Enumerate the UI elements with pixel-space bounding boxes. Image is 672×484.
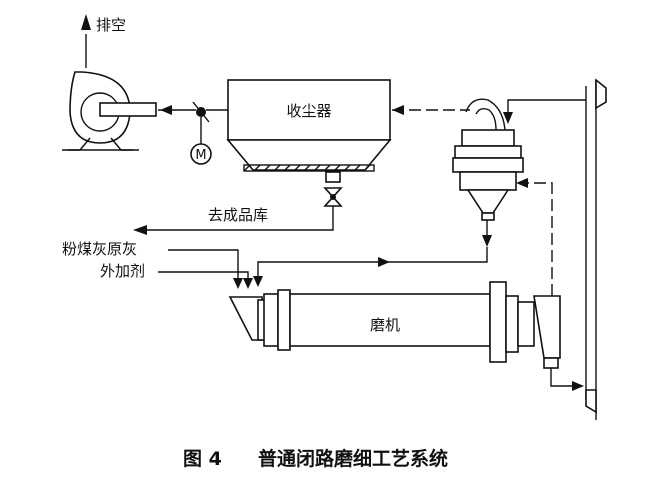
motor-icon: M — [190, 143, 212, 165]
figure-number: 图 4 — [183, 448, 222, 470]
elevator-to-separator-line — [507, 99, 586, 112]
separator-outlet-arrow — [482, 235, 492, 247]
exhaust-label: 排空 — [96, 16, 126, 34]
raw-ash-arrow — [233, 278, 243, 289]
damper-valve — [192, 101, 210, 144]
separator-feed-arrow — [503, 112, 513, 124]
mill-feed-arrow — [253, 276, 263, 287]
to-storage-arrow — [133, 225, 147, 235]
dust-collector — [226, 79, 392, 183]
exhaust-outlet — [81, 14, 91, 68]
mill-label: 磨机 — [370, 316, 400, 334]
motor-label: M — [195, 148, 206, 163]
flow-arrow-to-fan — [160, 105, 172, 115]
additive-label: 外加剂 — [100, 262, 145, 280]
powder-separator — [452, 98, 524, 221]
to-storage-label: 去成品库 — [208, 206, 268, 224]
raw-ash-line — [168, 249, 239, 279]
additive-arrow — [243, 278, 253, 289]
additive-line — [158, 271, 249, 279]
rotary-discharge-valve — [323, 187, 343, 207]
mill-feed-flow-arrow — [378, 257, 390, 267]
mill-outlet-line — [550, 368, 582, 387]
mill-vent-line — [526, 182, 553, 296]
exhaust-fan — [62, 71, 157, 151]
to-storage-line — [145, 206, 334, 231]
bucket-elevator — [585, 78, 607, 420]
raw-ash-label: 粉煤灰原灰 — [62, 240, 137, 258]
separator-air-inlet-arrow — [516, 178, 528, 188]
ball-mill — [228, 281, 561, 369]
dust-collector-label: 收尘器 — [286, 102, 331, 120]
mill-feed-line — [257, 247, 488, 278]
collector-inlet-arrow — [392, 105, 404, 115]
figure-title: 普通闭路磨细工艺系统 — [258, 447, 448, 470]
mill-outlet-arrow — [572, 381, 584, 391]
